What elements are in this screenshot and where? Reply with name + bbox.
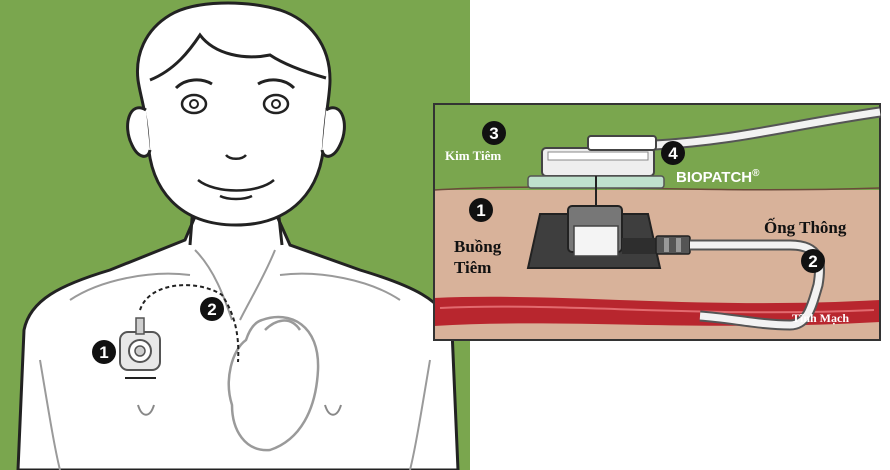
label-vein: Tĩnh Mạch: [792, 311, 849, 325]
left-marker-1: 1: [92, 340, 116, 364]
svg-text:2: 2: [808, 252, 817, 271]
child-illustration-panel: 1 2: [0, 0, 470, 470]
child-right-eye: [264, 95, 288, 113]
marker-1: 1: [469, 198, 493, 222]
port-chamber: [528, 206, 660, 268]
label-biopatch: BIOPATCH®: [676, 168, 760, 186]
label-catheter: Ống Thông: [764, 217, 847, 237]
marker-4: 4: [661, 141, 685, 165]
child-left-eye: [182, 95, 206, 113]
label-chamber-line2: Tiêm: [454, 258, 491, 277]
svg-text:1: 1: [476, 201, 485, 220]
label-needle: Kim Tiêm: [445, 148, 501, 163]
svg-text:4: 4: [668, 144, 678, 163]
left-marker-2: 2: [200, 297, 224, 321]
catheter-connector: [656, 236, 690, 254]
label-chamber-line1: Buồng: [454, 237, 502, 256]
svg-text:1: 1: [99, 343, 108, 362]
svg-text:2: 2: [207, 300, 216, 319]
cross-section-panel: 3 4 1 2 Kim Tiêm BIOPATCH® Buồng Tiêm Ốn…: [434, 104, 880, 340]
marker-2: 2: [801, 249, 825, 273]
svg-text:3: 3: [489, 124, 498, 143]
biopatch-registered-mark: ®: [752, 168, 760, 179]
marker-3: 3: [482, 121, 506, 145]
biopatch-wordmark: BIOPATCH: [676, 169, 752, 186]
